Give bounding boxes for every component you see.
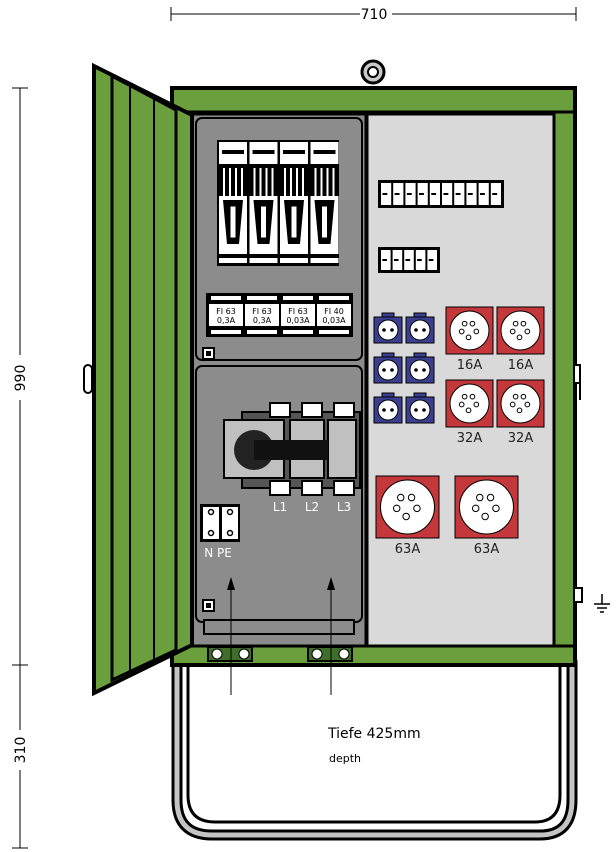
schuko-socket <box>373 352 403 384</box>
rcd-rating: FI 63 <box>288 307 308 316</box>
cee-socket: 16A <box>496 306 545 373</box>
stand-frame <box>171 660 578 841</box>
rcd-sensitivity: 0,03A <box>322 316 346 325</box>
terminal-strips <box>378 180 504 273</box>
terminal-block <box>301 402 323 418</box>
cee-sockets: 16A 16A 32A 32A 63A 63A <box>375 306 545 557</box>
cable-entry-arrows <box>227 577 335 695</box>
stand-height-label: 310 <box>13 737 29 764</box>
terminal-block <box>333 480 355 496</box>
schuko-socket <box>405 352 435 384</box>
lock-latch[interactable] <box>573 364 581 384</box>
n-pe-terminal <box>200 504 240 542</box>
phase-label: L3 <box>337 500 351 514</box>
rcd-sensitivity: 0,03A <box>286 316 310 325</box>
socket-rating: 63A <box>474 542 500 557</box>
switch-terminals: L1 L2 L3 <box>269 402 355 514</box>
phase-label: L2 <box>305 500 319 514</box>
rcd-rating: FI 63 <box>216 307 236 316</box>
rcd-sensitivity: 0,3A <box>217 316 236 325</box>
rcd-rating: FI 40 <box>324 307 344 316</box>
terminal-block <box>269 480 291 496</box>
fuse <box>280 142 308 263</box>
socket-rating: 32A <box>457 431 483 446</box>
cabinet-height-label: 990 <box>13 365 29 392</box>
ground-icon <box>594 594 610 613</box>
rcd-rating: FI 63 <box>252 307 272 316</box>
terminal-block <box>301 480 323 496</box>
depth-label: Tiefe 425mm <box>327 726 421 742</box>
fuse <box>310 142 339 263</box>
terminal-strip <box>378 247 440 273</box>
terminal-block <box>269 402 291 418</box>
cee-socket: 32A <box>445 379 494 446</box>
schuko-socket <box>405 312 435 344</box>
socket-rating: 63A <box>395 542 421 557</box>
terminal-strip <box>378 180 504 208</box>
width-label: 710 <box>361 7 388 23</box>
cee-socket: 16A <box>445 306 494 373</box>
socket-rating: 16A <box>508 358 534 373</box>
cable-clamps <box>207 646 353 662</box>
rcd-sensitivity: 0,3A <box>253 316 272 325</box>
cee-socket: 32A <box>496 379 545 446</box>
schuko-socket <box>373 312 403 344</box>
rcd-breaker: FI 630,3A <box>245 296 279 334</box>
n-pe-label: N PE <box>204 546 232 560</box>
phase-label: L1 <box>273 500 287 514</box>
depth-sublabel: depth <box>329 752 361 765</box>
door-handle[interactable] <box>83 364 93 394</box>
fuse <box>219 142 247 263</box>
socket-rating: 32A <box>508 431 534 446</box>
cee-socket: 63A <box>375 475 440 557</box>
main-switch[interactable] <box>223 411 361 489</box>
open-door[interactable] <box>83 62 194 697</box>
cee-socket: 63A <box>454 475 519 557</box>
fuse <box>249 142 278 263</box>
rcd-breaker: FI 630,03A <box>281 296 315 334</box>
fuse-block <box>217 140 339 266</box>
rcd-breaker: FI 630,3A <box>209 296 243 334</box>
width-dimension <box>170 7 577 21</box>
terminal-block <box>333 402 355 418</box>
schuko-socket <box>405 392 435 424</box>
socket-rating: 16A <box>457 358 483 373</box>
rcd-breaker: FI 400,03A <box>317 296 351 334</box>
schuko-socket <box>373 392 403 424</box>
height-dimension <box>12 87 28 849</box>
schuko-sockets <box>373 312 435 424</box>
